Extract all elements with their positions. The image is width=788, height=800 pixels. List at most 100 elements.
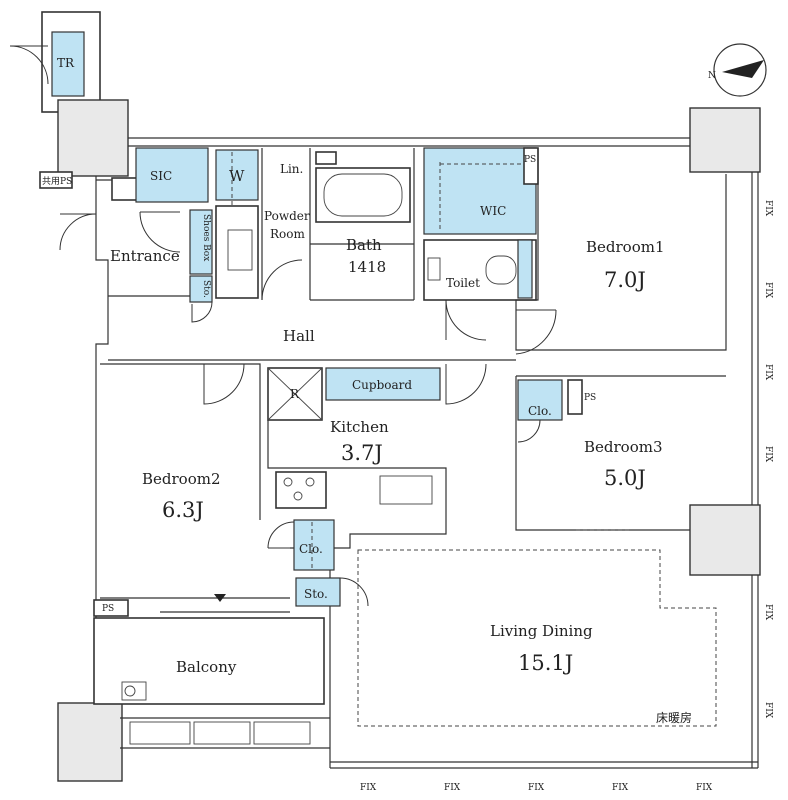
sto-kitchen-door — [339, 577, 369, 607]
fix-label-bottom-5: FIX — [696, 783, 713, 793]
label-bedroom2: Bedroom2 — [142, 470, 221, 488]
label-powder-2: Room — [270, 227, 305, 241]
tr-storage — [51, 31, 85, 97]
fix-label-right-1: FIX — [763, 200, 773, 217]
room-labels: TR 共用PS SIC W Lin. Powder Room Bath 1418… — [42, 56, 716, 725]
label-clo-bed2: Clo. — [299, 542, 323, 556]
shared-ps-box — [39, 171, 73, 189]
toilet-bowl — [485, 255, 517, 285]
bedroom3-walls — [515, 375, 726, 531]
structural-walls — [9, 11, 761, 782]
ps-bed3-box — [567, 379, 583, 415]
label-floor-heating: 床暖房 — [656, 710, 692, 725]
label-balcony: Balcony — [176, 658, 237, 676]
column-mid-right — [689, 504, 761, 576]
label-ps-bed3: PS — [584, 393, 596, 403]
label-entrance: Entrance — [110, 247, 180, 265]
interior-partitions — [59, 43, 767, 727]
label-sic: SIC — [150, 169, 172, 183]
floor-heating-area — [357, 549, 717, 727]
cooktop — [275, 471, 327, 509]
label-kitchen-size: 3.7J — [341, 441, 383, 465]
kitchen-door — [445, 363, 487, 405]
burner-2-icon — [305, 477, 315, 487]
label-fridge: R — [290, 387, 300, 401]
fix-label-right-2: FIX — [763, 282, 773, 299]
clo-bed3-door — [517, 419, 541, 443]
label-powder-1: Powder — [264, 209, 310, 223]
label-bath-size: 1418 — [348, 258, 386, 276]
w-storage — [215, 149, 259, 201]
toilet-storage — [517, 239, 533, 299]
label-hall: Hall — [283, 327, 315, 345]
label-shoes-box: Shoes Box — [201, 214, 211, 261]
kitchen-sink — [379, 475, 433, 505]
clo-bed2-door — [267, 521, 295, 549]
balcony-panel-1 — [129, 721, 191, 745]
sto-door — [191, 301, 213, 323]
label-clo-bed3: Clo. — [528, 404, 552, 418]
fix-label-bottom-2: FIX — [444, 783, 461, 793]
label-toilet: Toilet — [446, 276, 480, 290]
fridge-diag-2 — [267, 367, 323, 421]
label-wic: WIC — [480, 204, 506, 218]
clo-bed3-storage — [517, 379, 563, 421]
bedroom2-door — [203, 363, 245, 405]
balcony-panel-2 — [193, 721, 251, 745]
column-bottom-left — [57, 702, 123, 782]
fix-label-right-5: FIX — [763, 604, 773, 621]
label-w: W — [229, 167, 245, 185]
label-compass: N — [708, 71, 716, 81]
fix-label-bottom-3: FIX — [528, 783, 545, 793]
bedroom1-walls — [515, 148, 727, 351]
burner-3-icon — [293, 491, 303, 501]
bathtub-basin — [323, 173, 403, 217]
front-door — [59, 213, 97, 251]
powder-door — [261, 259, 303, 301]
sto-kitchen-storage — [295, 577, 341, 607]
sto-entrance-storage — [189, 275, 213, 303]
label-ps-top: PS — [524, 155, 536, 165]
fix-window-labels: FIX FIX FIX FIX FIX FIX FIX FIX FIX FIX … — [360, 200, 773, 793]
tr-door — [9, 45, 49, 85]
kitchen-counter-walls — [267, 420, 447, 549]
bedroom2-walls — [100, 363, 290, 599]
toilet-door — [445, 299, 487, 341]
label-bedroom3: Bedroom3 — [584, 438, 663, 456]
toilet-room — [423, 239, 537, 301]
ps-top-box — [523, 147, 539, 185]
column-top-right — [689, 107, 761, 173]
fix-label-right-6: FIX — [763, 702, 773, 719]
entrance-door — [139, 211, 181, 253]
compass-ring — [713, 43, 767, 97]
sic-storage — [135, 147, 209, 203]
label-ps-bed2: PS — [102, 604, 114, 614]
label-lin: Lin. — [280, 162, 303, 176]
clo-bed2-storage — [293, 519, 335, 571]
ps-bed2-box — [93, 599, 129, 617]
sic-bench — [111, 177, 139, 201]
wic-storage — [423, 147, 537, 235]
column-top-left — [57, 99, 129, 177]
label-living-dining: Living Dining — [490, 622, 593, 640]
label-living-dining-size: 15.1J — [518, 651, 573, 675]
balcony-faucet-knob — [124, 685, 136, 697]
label-sto-entrance: Sto. — [201, 280, 211, 298]
label-tr: TR — [57, 56, 75, 70]
label-shared-ps: 共用PS — [42, 176, 72, 187]
left-exterior-wall — [95, 176, 109, 700]
label-sto-kitchen: Sto. — [304, 587, 328, 601]
powder-counter — [215, 205, 259, 299]
cupboard-storage — [325, 367, 441, 401]
fix-label-right-4: FIX — [763, 446, 773, 463]
bathtub-outline — [315, 167, 411, 223]
label-bedroom1: Bedroom1 — [586, 238, 665, 256]
label-bath: Bath — [346, 236, 382, 254]
fix-label-bottom-1: FIX — [360, 783, 377, 793]
fix-label-bottom-4: FIX — [612, 783, 629, 793]
balcony-faucet — [121, 681, 147, 701]
label-bedroom3-size: 5.0J — [604, 466, 646, 490]
window-marker-icon — [214, 594, 226, 602]
label-bedroom1-size: 7.0J — [604, 268, 646, 292]
